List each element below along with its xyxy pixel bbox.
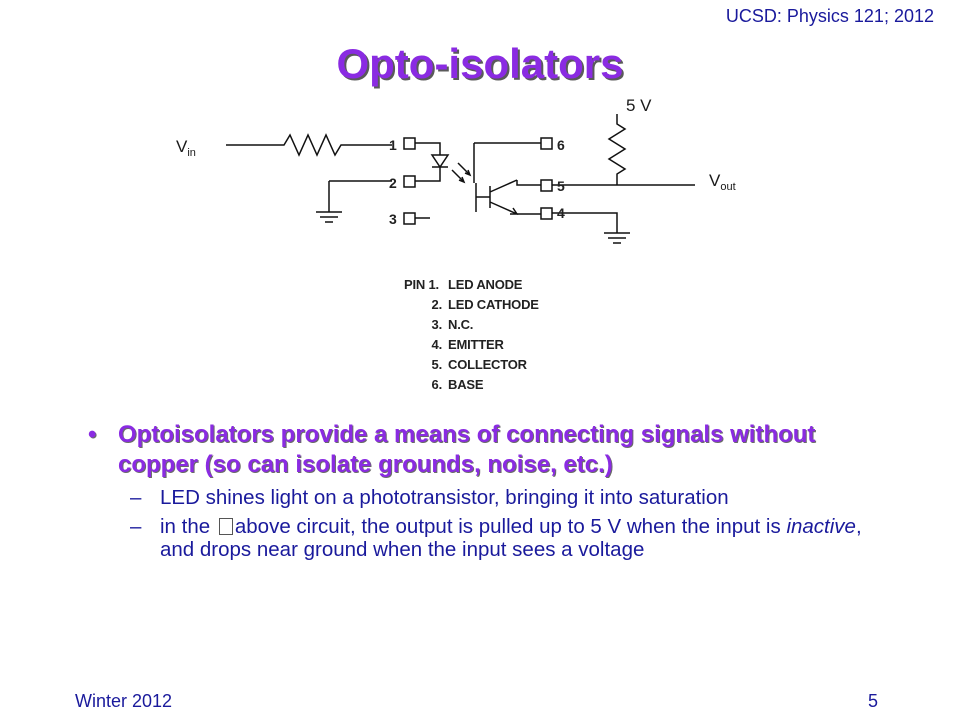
bullet-marker: •: [88, 421, 97, 448]
pin-number-4: 4: [557, 205, 565, 221]
pin-box-1: [403, 137, 416, 150]
vin-label: Vin: [176, 137, 196, 159]
vout-label: Vout: [709, 171, 736, 193]
input-resistor: [226, 133, 392, 157]
led-symbol: [430, 154, 450, 169]
main-bullet-text: Optoisolators provide a means of connect…: [118, 421, 816, 478]
light-arrow-icon: [451, 162, 472, 184]
sub-bullet-dash: –: [130, 486, 142, 509]
pin-box-6: [540, 137, 553, 150]
sub-bullet-text: LED shines light on a phototransistor, b…: [160, 486, 729, 509]
pin-number-3: 3: [389, 211, 397, 227]
pin-box-4: [540, 207, 553, 220]
input-ground-symbol: [316, 211, 342, 223]
output-ground-symbol: [604, 232, 630, 244]
supply-voltage-label: 5 V: [626, 96, 652, 115]
pin-legend-row: 3.N.C.: [431, 317, 474, 332]
pin-legend-row: 2.LED CATHODE: [431, 297, 539, 312]
phototransistor-symbol: [475, 179, 519, 215]
pin-legend-row: 4.EMITTER: [431, 337, 504, 352]
sub-bullet-dash: –: [130, 515, 142, 538]
pin-number-2: 2: [389, 175, 397, 191]
course-header: UCSD: Physics 121; 2012: [725, 6, 934, 26]
pin-legend-row: 5.COLLECTOR: [431, 357, 528, 372]
sub-bullet: – LED shines light on a phototransistor,…: [88, 486, 878, 509]
missing-glyph-box: [218, 518, 233, 535]
pin-number-6: 6: [557, 137, 565, 153]
footer-term: Winter 2012: [75, 691, 173, 711]
optoisolator-circuit-diagram: Vin 5 V Vout 1 2 3 6 5 4: [176, 96, 736, 244]
sub-bullet-text: in the above circuit, the output is pull…: [160, 515, 862, 561]
pin-box-2: [403, 175, 416, 188]
pin-legend-row: PIN 1.LED ANODE: [404, 277, 523, 292]
slide-title: Opto-isolators: [336, 40, 624, 87]
pullup-resistor: [607, 114, 627, 185]
page-number: 5: [867, 691, 878, 711]
pin-legend-row: 6.BASE: [431, 377, 484, 392]
sub-bullet: – in the above circuit, the output is pu…: [88, 515, 878, 561]
bullet-list: • Optoisolators provide a means of conne…: [88, 420, 878, 561]
pin-legend: PIN 1.LED ANODE 2.LED CATHODE 3.N.C. 4.E…: [404, 275, 539, 395]
pin-box-5: [540, 179, 553, 192]
pin-box-3: [403, 212, 416, 225]
main-bullet: • Optoisolators provide a means of conne…: [88, 420, 878, 480]
pin-number-5: 5: [557, 178, 565, 194]
pin-number-1: 1: [389, 137, 397, 153]
